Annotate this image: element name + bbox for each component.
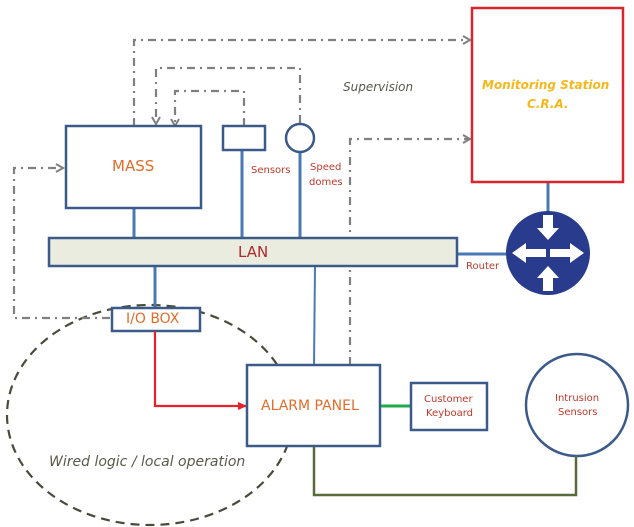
speed-domes-label-line1: Speed bbox=[310, 162, 342, 173]
customer-keyboard-label-line1: Customer bbox=[424, 394, 473, 405]
supervision-link-mass-to-station bbox=[132, 40, 470, 126]
intrusion-sensors-label-line1: Intrusion bbox=[555, 393, 600, 404]
mass-node[interactable] bbox=[64, 124, 203, 210]
supervision-label: Supervision bbox=[343, 80, 414, 94]
intrusion-sensors-node[interactable] bbox=[524, 352, 630, 458]
speed-domes-label-line2: domes bbox=[309, 177, 343, 188]
mass-label: MASS bbox=[112, 157, 155, 175]
monitoring-station-label-line1: Monitoring Station bbox=[482, 78, 610, 92]
customer-keyboard-label-line2: Keyboard bbox=[426, 408, 474, 419]
wired-logic-label: Wired logic / local operation bbox=[49, 454, 246, 470]
sensors-node[interactable] bbox=[221, 124, 267, 152]
monitoring-station-label-line2: C.R.A. bbox=[527, 97, 569, 111]
io-box-label: I/O BOX bbox=[126, 311, 180, 327]
alarm-panel-to-station-link bbox=[348, 139, 470, 365]
io-to-alarm-link bbox=[153, 331, 247, 410]
alarm-panel-label: ALARM PANEL bbox=[261, 398, 359, 414]
sensors-label: Sensors bbox=[251, 165, 291, 176]
monitoring-station-node[interactable] bbox=[470, 6, 625, 184]
io-box-to-mass-link bbox=[12, 168, 110, 320]
lan-label: LAN bbox=[238, 243, 269, 261]
speed-dome-node[interactable] bbox=[284, 122, 316, 154]
router-label: Router bbox=[466, 261, 500, 272]
lan-alarm-link bbox=[313, 265, 316, 366]
alarm-intrusion-loop bbox=[312, 447, 578, 497]
control-link-sensors-to-mass bbox=[175, 89, 246, 126]
lan-bus[interactable] bbox=[47, 236, 459, 268]
intrusion-sensors-label-line2: Sensors bbox=[558, 407, 598, 418]
alarm-panel-node[interactable] bbox=[245, 363, 382, 448]
control-link-dome-to-mass bbox=[156, 66, 302, 124]
router-arrows-icon bbox=[512, 215, 584, 291]
router-node[interactable] bbox=[506, 211, 590, 295]
customer-keyboard-node[interactable] bbox=[409, 381, 489, 432]
